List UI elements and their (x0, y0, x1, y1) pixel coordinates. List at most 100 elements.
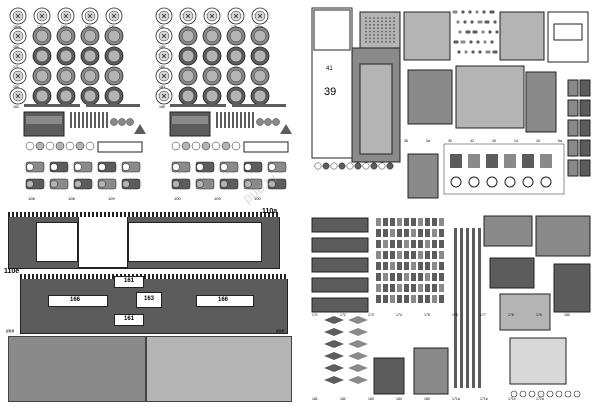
grill-hole (369, 34, 371, 36)
lower-part (522, 154, 534, 168)
wheel-cross-icon (15, 73, 21, 79)
barrel-end (268, 163, 276, 171)
wheel-hub (181, 29, 195, 43)
hull-bottom-rail (20, 274, 288, 279)
lozenge (348, 352, 368, 360)
cap (85, 141, 95, 151)
bottom-block (413, 347, 449, 395)
grill-hole (381, 34, 383, 36)
grill-hole (369, 40, 371, 43)
stud (488, 30, 492, 34)
grill-hole (365, 34, 367, 36)
small-mark: 14 (514, 139, 518, 143)
wheel-hub (107, 89, 121, 103)
track-link (383, 262, 388, 270)
lozenge (348, 340, 368, 348)
block-f-inner (553, 23, 583, 41)
grill-hole (373, 40, 375, 43)
part-number: 183 (368, 397, 374, 401)
track-link (390, 251, 395, 259)
cap (35, 141, 45, 151)
track-link (397, 295, 402, 303)
strip (170, 104, 226, 107)
wheel-hub (181, 69, 195, 83)
wheel-hub (83, 69, 97, 83)
track-link (404, 262, 409, 270)
barrel-end (122, 180, 130, 188)
panel-inner (359, 63, 393, 155)
lozenge (348, 316, 368, 324)
wheel-hub (107, 69, 121, 83)
wheel-hub (253, 69, 267, 83)
lower-ring (522, 176, 534, 188)
post (90, 112, 92, 128)
grill-hole (369, 37, 371, 40)
rail (472, 228, 475, 388)
lozenge (324, 352, 344, 360)
bottom-label: 108 (68, 196, 75, 201)
stud (494, 50, 498, 54)
corner-note-right: ### (276, 329, 285, 335)
bottom-label: 109 (214, 196, 221, 201)
stud (457, 50, 461, 54)
post (232, 112, 234, 128)
post (228, 112, 230, 128)
bolt (370, 162, 378, 170)
stud (455, 40, 459, 44)
post (240, 112, 242, 128)
stud (493, 20, 497, 24)
grill-hole (365, 40, 367, 43)
grill-hole (381, 37, 383, 40)
strip (232, 104, 286, 107)
grill-hole (373, 34, 375, 36)
wheel-hub (107, 29, 121, 43)
grill-hole (389, 27, 391, 30)
part-number: 171b (480, 397, 488, 401)
cap (191, 141, 201, 151)
grill-hole (385, 37, 387, 40)
track-link (439, 284, 444, 292)
wheel-mark: 181 (159, 25, 165, 29)
post (220, 112, 222, 128)
track-link (418, 284, 423, 292)
track-link (404, 240, 409, 248)
small-mark: 36 (404, 139, 408, 143)
hull-top-inner-center (78, 212, 128, 268)
wheel-hub (107, 49, 121, 63)
small-ring (555, 390, 563, 398)
track-link (432, 295, 437, 303)
post (98, 112, 100, 128)
grill-hole (381, 20, 383, 23)
grill-hole (365, 27, 367, 30)
lozenge (348, 328, 368, 336)
track-link (432, 262, 437, 270)
lozenge (324, 340, 344, 348)
cap (231, 141, 241, 151)
track-link (425, 218, 430, 226)
cap (65, 141, 75, 151)
grill-hole (385, 27, 387, 30)
lozenge (348, 376, 368, 384)
panel-166-right-label: 166 (218, 297, 229, 303)
track-link (432, 251, 437, 259)
grill-hole (373, 30, 375, 33)
block-c (455, 65, 525, 129)
part-number: 182 (340, 397, 346, 401)
grill-hole (389, 40, 391, 43)
rail (454, 228, 457, 388)
side-plate (567, 99, 579, 117)
cap (25, 141, 35, 151)
small-ring (573, 390, 581, 398)
track-link (404, 229, 409, 237)
track-link (390, 240, 395, 248)
small-ring (528, 390, 536, 398)
wheel-hub (181, 89, 195, 103)
hull-top-inner-right (128, 222, 262, 262)
lower-ring (450, 176, 462, 188)
small-mark: 16 (536, 139, 540, 143)
panel-161-top (114, 276, 144, 288)
track-link (418, 229, 423, 237)
grill-hole (389, 23, 391, 26)
